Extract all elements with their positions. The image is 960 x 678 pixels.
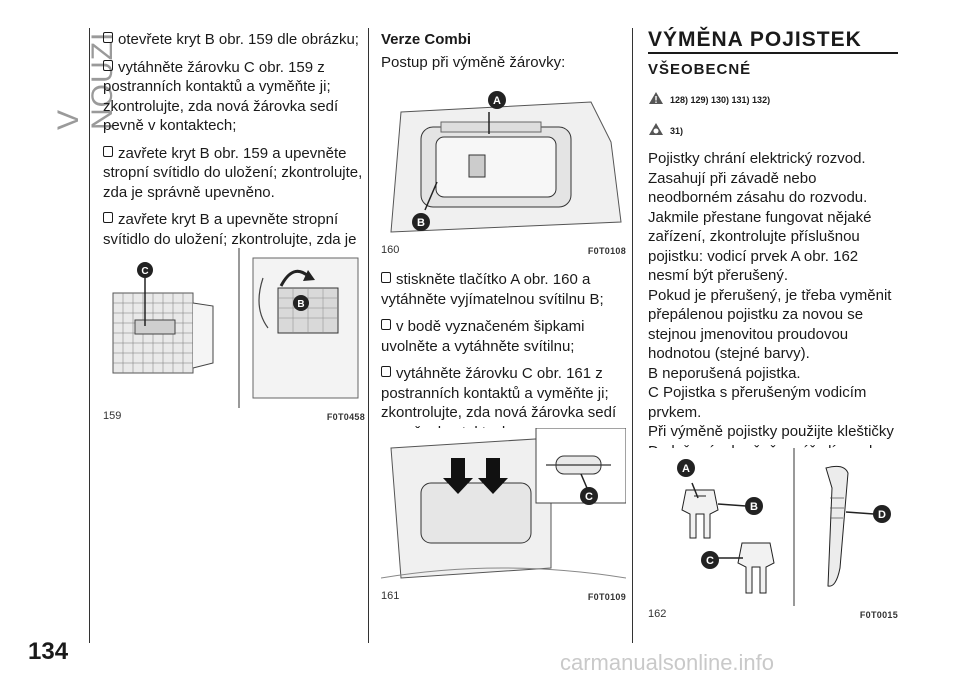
column-2: Verze Combi Postup při výměně žárovky: [381, 30, 626, 72]
figure-code: F0T0458 [326, 412, 365, 422]
watermark: carmanualsonline.info [560, 650, 775, 675]
column-2-steps: stiskněte tlačítko A obr. 160 a vytáhnět… [381, 270, 626, 442]
figure-number: 160 [381, 244, 400, 256]
intro-text: Postup při výměně žárovky: [381, 53, 566, 71]
section-heading: Verze Combi [381, 31, 472, 48]
figure-159-illustration: C B [103, 248, 365, 408]
paragraph: Jakmile přestane fungovat nějaké zařízen… [648, 208, 872, 285]
figure-number: 161 [381, 590, 400, 602]
divider-2 [632, 28, 633, 643]
paragraph: B neporušená pojistka. [648, 364, 801, 382]
figure-161-illustration: C [381, 428, 626, 588]
figure-number: 159 [103, 410, 122, 422]
section-label: V NOUZI [52, 31, 119, 130]
figure-code: F0T0109 [587, 592, 626, 602]
page-number: 134 [28, 638, 69, 665]
paragraph: Pojistky chrání elektrický rozvod. Zasah… [648, 150, 868, 206]
label-b: B [297, 299, 304, 310]
label-d: D [878, 509, 886, 521]
column-1: otevřete kryt B obr. 159 dle obrázku; vy… [103, 30, 365, 269]
warning-icon [649, 92, 663, 104]
column-3: VÝMĚNA POJISTEK VŠEOBECNÉ 128) 129) 130)… [648, 28, 898, 500]
bullet-icon [103, 32, 113, 43]
label-c: C [706, 555, 714, 567]
section-title: VÝMĚNA POJISTEK [648, 28, 862, 51]
paragraph: C Pojistka s přerušeným vodicím prvkem. [648, 384, 867, 421]
bullet-icon [103, 145, 113, 157]
label-a: A [682, 463, 690, 475]
label-a: A [493, 95, 501, 107]
bullet-icon [103, 212, 113, 223]
label-c: C [585, 491, 593, 503]
label-b: B [750, 501, 758, 513]
figure-code: F0T0015 [859, 610, 898, 620]
figure-159: C B 159 F0T0458 [103, 248, 365, 428]
step-text: stiskněte tlačítko A obr. 160 a vytáhnět… [381, 271, 604, 308]
figure-160: A B 160 F0T0108 [381, 82, 626, 258]
figure-160-illustration: A B [381, 82, 626, 242]
figure-162: A B C D 162 F0T0015 [648, 448, 898, 622]
section-subtitle: VŠEOBECNÉ [648, 60, 752, 78]
label-c-marker [137, 262, 153, 278]
label-b: B [417, 217, 425, 229]
step-text: zavřete kryt B obr. 159 a upevněte strop… [103, 144, 363, 201]
paragraph: Pokud je přerušený, je třeba vyměnit pře… [648, 286, 892, 363]
figure-number: 162 [648, 608, 667, 620]
figure-code: F0T0108 [587, 246, 626, 256]
divider-1 [368, 28, 369, 643]
bullet-icon [381, 319, 391, 330]
step-text: v bodě vyznačeném šipkami uvolněte a vyt… [381, 318, 585, 355]
bullet-icon [381, 366, 391, 377]
figure-162-illustration: A B C D [648, 448, 898, 606]
step-text: otevřete kryt B obr. 159 dle obrázku; [118, 31, 359, 48]
step-text: vytáhněte žárovku C obr. 159 z postranní… [103, 58, 339, 135]
left-divider [89, 28, 90, 643]
caution-icon [649, 122, 663, 135]
caution-notes: 31) [670, 125, 684, 136]
bullet-icon [381, 272, 391, 283]
warning-notes: 128) 129) 130) 131) 132) [670, 95, 771, 105]
figure-161: C 161 F0T0109 [381, 428, 626, 604]
bullet-icon [103, 59, 113, 71]
title-underline [648, 51, 898, 54]
label-c: C [141, 266, 148, 277]
